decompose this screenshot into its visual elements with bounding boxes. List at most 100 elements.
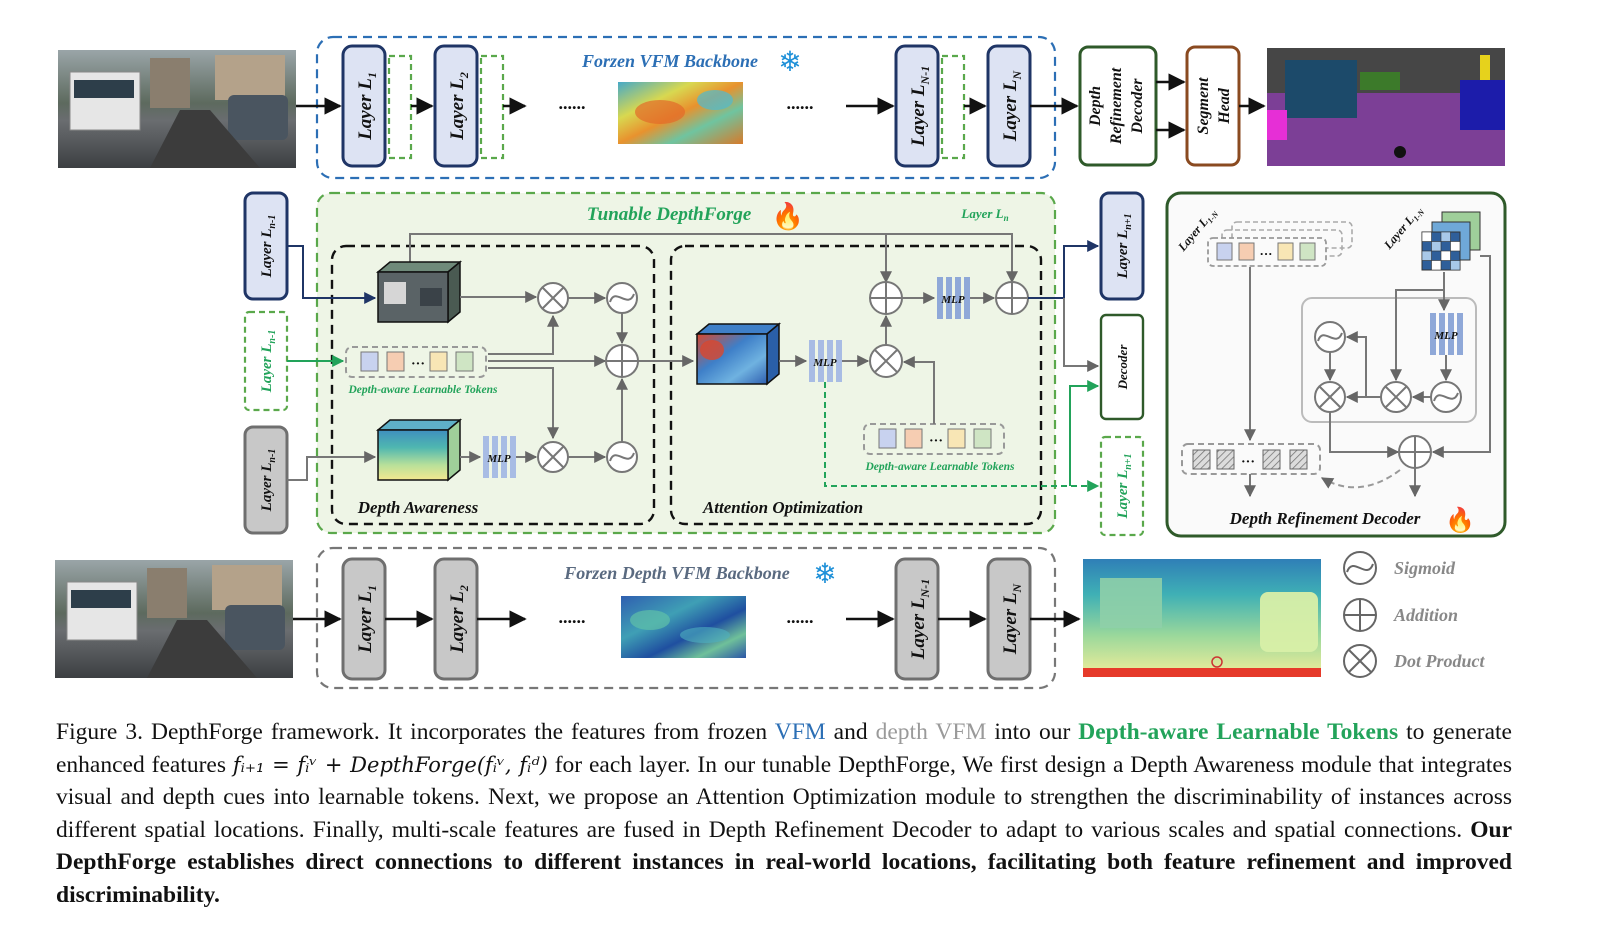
- caption-part-2: and: [825, 719, 876, 745]
- addition-op-da: [605, 344, 639, 378]
- svg-text:Addition: Addition: [1393, 605, 1458, 625]
- bottom-layer-l2: Layer L2: [433, 557, 479, 681]
- street-feature-cube: [375, 260, 463, 324]
- drd-feature-grid: [1421, 211, 1481, 271]
- figure-caption: Figure 3. DepthForge framework. It incor…: [56, 716, 1512, 911]
- ellipsis-1: ......: [559, 93, 586, 113]
- mlp-attention-1: MLP: [809, 340, 842, 382]
- caption-part-5: for each layer. In our tunable DepthForg…: [56, 751, 1512, 843]
- segment-head-block: Segment Head: [1185, 45, 1241, 167]
- svg-text:Layer Ln+1: Layer Ln+1: [1115, 454, 1134, 520]
- depthforge-diagram: Forzen VFM Backbone ❄ Layer L1 Layer L2 …: [55, 35, 1507, 690]
- svg-text:Layer LN: Layer LN: [1000, 582, 1024, 655]
- caption-part-3: into our: [986, 719, 1079, 745]
- drd-title: Depth Refinement Decoder: [1229, 509, 1421, 528]
- decoder-block: Decoder: [1099, 313, 1145, 421]
- depth-feature-cube: [375, 418, 463, 482]
- svg-text:MLP: MLP: [1433, 330, 1458, 342]
- legend-sigmoid: Sigmoid: [1343, 551, 1456, 585]
- ellipsis-3: ......: [559, 607, 586, 627]
- drd-hatched-tokens: ···: [1181, 443, 1321, 475]
- ellipsis-2: ......: [787, 93, 814, 113]
- svg-text:Dot Product: Dot Product: [1393, 651, 1486, 671]
- svg-text:Decoder: Decoder: [1115, 344, 1130, 391]
- top-street-image: [58, 50, 296, 168]
- top-layer-l2: Layer L2: [433, 44, 479, 168]
- frozen-vfm-title: Forzen VFM Backbone: [581, 51, 758, 71]
- svg-text:Layer LN-1: Layer LN-1: [908, 66, 932, 147]
- svg-text:Layer Ln+1: Layer Ln+1: [1115, 214, 1134, 280]
- depth-awareness-frame: [330, 244, 656, 526]
- legend-addition: Addition: [1343, 598, 1458, 632]
- attention-feature-cube: [694, 322, 782, 386]
- svg-text:Refinement: Refinement: [1108, 67, 1125, 145]
- layer-ln-minus-1-green: Layer Ln-1: [243, 310, 289, 412]
- top-layer-l1: Layer L1: [341, 44, 387, 168]
- svg-text:MLP: MLP: [940, 294, 965, 306]
- caption-formula: fᵢ₊₁ = fᵢᵛ + DepthForge(fᵢᵛ, fᵢᵈ): [232, 752, 548, 777]
- sigmoid-op-2: [606, 441, 638, 473]
- svg-text:Head: Head: [1216, 87, 1233, 125]
- depth-tokens-left: ···: [345, 346, 487, 378]
- top-layer-lN-1: Layer LN-1: [894, 44, 940, 168]
- dot-product-op-2: [537, 441, 569, 473]
- legend-dot-product: Dot Product: [1343, 644, 1486, 678]
- layer-ln-plus-1-green: Layer Ln+1: [1099, 435, 1145, 537]
- caption-vfm: VFM: [774, 719, 826, 745]
- svg-text:MLP: MLP: [812, 357, 837, 369]
- depth-refinement-decoder-block: Depth Refinement Decoder: [1078, 45, 1158, 167]
- svg-text:Layer Ln-1: Layer Ln-1: [259, 215, 278, 279]
- svg-text:Layer Ln-1: Layer Ln-1: [259, 330, 278, 394]
- segmentation-output-image: [1267, 48, 1505, 166]
- top-feature-heatmap: [618, 82, 743, 144]
- svg-text:MLP: MLP: [486, 453, 511, 465]
- svg-text:Layer Ln-1: Layer Ln-1: [259, 449, 278, 513]
- caption-bold: Our DepthForge establishes direct connec…: [56, 816, 1512, 908]
- caption-part-4: to generate enhanced features: [56, 719, 1512, 778]
- drd-mlp: MLP: [1430, 313, 1463, 355]
- fire-icon-2: 🔥: [1445, 506, 1475, 534]
- layer-ln-plus-1-blue: Layer Ln+1: [1099, 191, 1145, 301]
- attention-optimization-frame: [669, 244, 1043, 526]
- depth-awareness-label: Depth Awareness: [357, 498, 479, 517]
- depth-tokens-left-label: Depth-aware Learnable Tokens: [347, 384, 498, 396]
- drd-token-stack: ···: [1207, 221, 1353, 267]
- caption-depth-vfm: depth VFM: [875, 719, 987, 745]
- svg-text:···: ···: [929, 434, 943, 449]
- tunable-depthforge-frame: [315, 191, 1057, 535]
- bottom-layer-l1: Layer L1: [341, 557, 387, 681]
- attention-optimization-label: Attention Optimization: [702, 498, 863, 517]
- svg-text:Layer LN-1: Layer LN-1: [908, 579, 932, 660]
- drd-sigmoid-top: [1314, 321, 1346, 353]
- fire-icon: 🔥: [772, 201, 804, 231]
- drd-inner-frame: [1301, 297, 1477, 423]
- svg-text:Layer L2: Layer L2: [447, 72, 471, 141]
- svg-text:Segment: Segment: [1195, 77, 1212, 134]
- svg-text:Layer L1: Layer L1: [355, 72, 379, 141]
- frozen-depth-vfm-title: Forzen Depth VFM Backbone: [563, 563, 790, 583]
- caption-tokens: Depth-aware Learnable Tokens: [1078, 719, 1399, 745]
- layer-ln-minus-1-blue: Layer Ln-1: [243, 191, 289, 301]
- svg-text:Decoder: Decoder: [1129, 78, 1146, 135]
- bottom-feature-heatmap: [621, 596, 746, 658]
- mlp-depth-awareness: MLP: [483, 436, 516, 478]
- drd-sigmoid-right: [1430, 381, 1462, 413]
- svg-text:···: ···: [1241, 455, 1255, 470]
- mlp-attention-2: MLP: [937, 277, 970, 319]
- sigmoid-op-1: [606, 282, 638, 314]
- addition-op-ao-1: [869, 281, 903, 315]
- depth-tokens-right-label: Depth-aware Learnable Tokens: [864, 461, 1015, 473]
- frozen-vfm-frame: [315, 35, 1057, 180]
- addition-op-ao-2: [995, 281, 1029, 315]
- drd-dot-left: [1314, 381, 1346, 413]
- tunable-title: Tunable DepthForge: [587, 204, 752, 225]
- caption-part-1: Figure 3. DepthForge framework. It incor…: [56, 719, 775, 745]
- drd-dot-mid: [1380, 381, 1412, 413]
- bottom-layer-lN-1: Layer LN-1: [894, 557, 940, 681]
- dot-product-op-ao: [869, 344, 903, 378]
- svg-text:Depth: Depth: [1087, 86, 1104, 127]
- snowflake-icon: ❄: [778, 47, 801, 78]
- drd-addition: [1398, 435, 1432, 469]
- bottom-street-image: [55, 560, 293, 678]
- svg-text:Sigmoid: Sigmoid: [1394, 558, 1456, 578]
